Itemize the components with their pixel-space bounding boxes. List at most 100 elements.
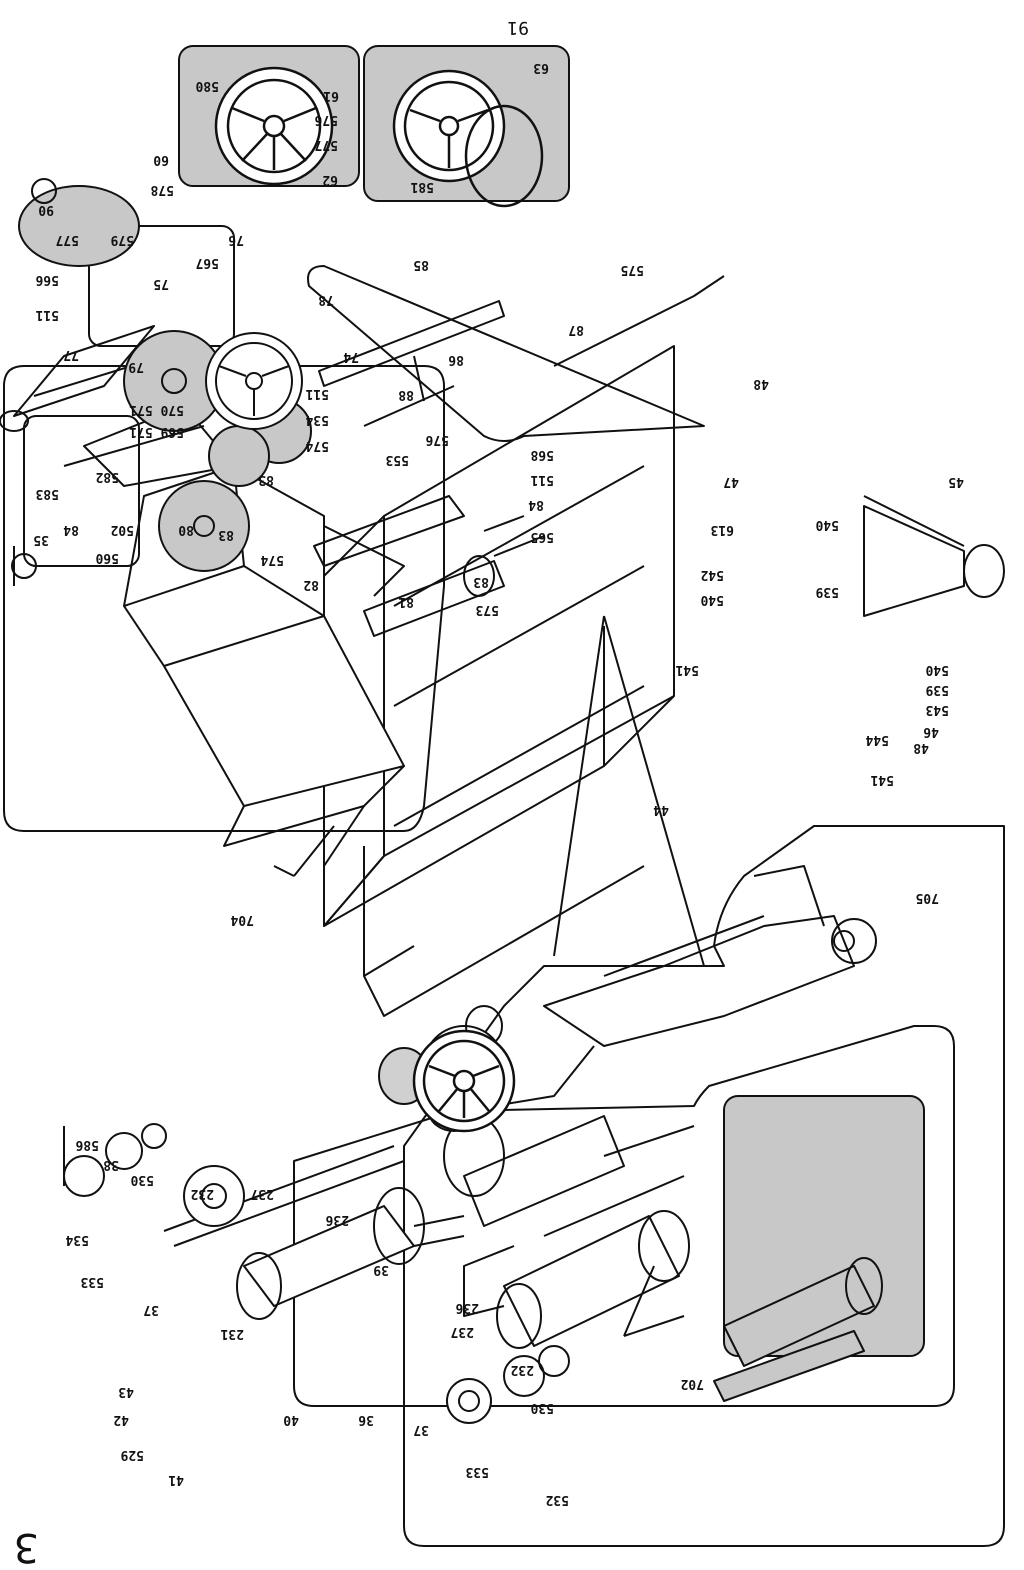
callout-pointer-704: [553, 615, 705, 967]
pulley-63: [392, 69, 544, 208]
hopper-funnel: [863, 495, 1005, 617]
callout-60: 60: [153, 152, 169, 167]
callout-90: 90: [38, 202, 54, 217]
callout-231: 231: [220, 1326, 244, 1341]
callout-579: 579: [110, 232, 134, 247]
callout-573: 573: [475, 602, 499, 617]
main-pulley: [412, 1029, 516, 1133]
callout-45: 45: [948, 474, 964, 489]
callout-534: 534: [305, 412, 329, 427]
callout-532: 532: [545, 1492, 569, 1507]
callout-236a: 236: [325, 1212, 349, 1227]
callout-576a: 576: [314, 112, 338, 127]
callout-577a: 577: [314, 137, 338, 152]
callout-539b: 539: [925, 682, 949, 697]
callout-568: 568: [530, 447, 554, 462]
callout-37b: 37: [413, 1422, 429, 1437]
callout-48b: 48: [913, 740, 929, 755]
callout-83a: 83: [258, 472, 274, 487]
callout-530b: 530: [530, 1400, 554, 1415]
exploded-shafts: [123, 275, 725, 637]
callout-586: 586: [75, 1137, 99, 1152]
callout-237b: 237: [450, 1324, 474, 1339]
callout-86: 86: [448, 352, 464, 367]
page-number: 91: [507, 17, 529, 38]
callout-553: 553: [385, 452, 409, 467]
callout-567: 567: [195, 255, 219, 270]
callout-83b: 83: [218, 527, 234, 542]
callout-570: 570 571: [129, 402, 184, 417]
callout-46: 46: [923, 724, 939, 739]
callout-574b: 574: [260, 552, 284, 567]
callout-47: 47: [723, 474, 739, 489]
callout-87: 87: [568, 322, 584, 337]
callout-578: 578: [150, 182, 174, 197]
callout-frame-704: [403, 825, 1005, 1547]
callout-539a: 539: [815, 584, 839, 599]
callout-540c: 540: [925, 662, 949, 677]
rotor-cylinder: [463, 1210, 690, 1349]
callout-582: 582: [95, 469, 119, 484]
callout-pointer-705: [273, 825, 335, 877]
callout-41: 41: [168, 1472, 184, 1487]
callout-566: 566: [35, 272, 59, 287]
callout-88: 88: [398, 387, 414, 402]
exploded-hopper: [0, 325, 405, 867]
callout-560: 560: [95, 550, 119, 565]
callout-541b: 541: [870, 772, 894, 787]
callout-36: 36: [358, 1412, 374, 1427]
callout-511a: 511: [35, 307, 59, 322]
callout-pointer-702: [623, 1265, 685, 1337]
callout-38: 38: [103, 1157, 119, 1172]
callout-232a: 232: [190, 1186, 214, 1201]
callout-79: 79: [128, 359, 144, 374]
callout-82: 82: [303, 577, 319, 592]
callout-704: 704: [230, 912, 254, 927]
callout-533b: 533: [465, 1464, 489, 1479]
pulley-61: [214, 66, 334, 186]
callout-48a: 48: [753, 376, 769, 391]
callout-81: 81: [398, 594, 414, 609]
callout-544: 544: [865, 732, 889, 747]
callout-529: 529: [120, 1447, 144, 1462]
exploded-rotor: [63, 1123, 883, 1424]
callout-74: 74: [343, 349, 359, 364]
callout-702: 702: [680, 1376, 704, 1391]
callout-35: 35: [33, 532, 49, 547]
inset-cable: [307, 265, 705, 442]
pulley-60: [18, 178, 140, 267]
callout-540b: 540: [700, 592, 724, 607]
callout-63: 63: [533, 60, 549, 75]
callout-43: 43: [118, 1384, 134, 1399]
callout-84b: 84: [528, 497, 544, 512]
callout-543: 543: [925, 702, 949, 717]
callout-85: 85: [413, 257, 429, 272]
callout-84a: 84: [63, 522, 79, 537]
callout-534b: 534: [65, 1232, 89, 1247]
callout-44: 44: [653, 802, 669, 817]
callout-frame-702: [293, 1025, 955, 1407]
callout-76: 76: [228, 232, 244, 247]
callout-576b: 576: [425, 432, 449, 447]
callout-40: 40: [283, 1412, 299, 1427]
callout-39: 39: [373, 1262, 389, 1277]
figure-number: 3: [13, 1524, 39, 1570]
callout-569: 569 571: [129, 424, 184, 439]
callout-61: 61: [323, 88, 339, 103]
callout-42: 42: [113, 1412, 129, 1427]
callout-581: 581: [410, 179, 434, 194]
callout-236b: 236: [455, 1300, 479, 1315]
callout-577b: 577: [55, 232, 79, 247]
callout-574a: 574: [305, 438, 329, 453]
callout-232b: 232: [510, 1362, 534, 1377]
callout-511b: 511: [305, 386, 329, 401]
callout-565: 565: [530, 529, 554, 544]
callout-583: 583: [35, 486, 59, 501]
callout-511c: 511: [530, 472, 554, 487]
callout-62: 62: [322, 172, 338, 187]
callout-78: 78: [318, 292, 334, 307]
callout-37a: 37: [143, 1302, 159, 1317]
callout-575: 575: [620, 262, 644, 277]
